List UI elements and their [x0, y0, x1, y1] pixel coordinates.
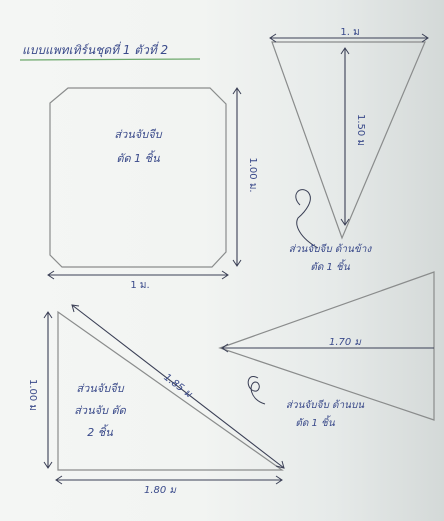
octagon-piece-outline	[49, 87, 227, 268]
left-triangle-height-label: 1.00 ม	[27, 379, 38, 411]
left-triangle-height-arrow-head-top	[43, 311, 53, 319]
right-triangle-length-label: 1.70 ม	[329, 337, 362, 348]
right-triangle-pointer-arrow	[247, 376, 266, 405]
left-triangle-hypotenuse-arrow	[71, 304, 285, 469]
left-triangle-height-arrow-head-bottom	[43, 461, 53, 469]
right-triangle-label-qty: ตัด 1 ชิ้น	[295, 415, 335, 429]
top-triangle-label-qty: ตัด 1 ชิ้น	[310, 259, 350, 273]
diagram-title: แบบแพทเทิร์นชุดที่ 1 ตัวที่ 2	[22, 41, 168, 58]
left-triangle-base-arrow-head-left	[55, 475, 63, 485]
octagon-height-arrow-head-top	[232, 87, 242, 95]
top-triangle-outline	[271, 41, 426, 240]
octagon-width-arrow-head-right	[221, 270, 229, 280]
top-triangle-height-arrow-head-bottom	[340, 218, 350, 226]
right-triangle-length-arrow-head	[221, 343, 229, 353]
top-triangle-height-arrow-head-top	[340, 47, 350, 55]
left-triangle-base-label: 1.80 ม	[144, 485, 177, 496]
octagon-width-label: 1 ม.	[130, 280, 149, 291]
top-triangle-width-arrow-head-right	[421, 33, 429, 43]
right-triangle-outline	[218, 271, 435, 421]
title-underline	[19, 58, 201, 61]
octagon-width-arrow-head-left	[47, 270, 55, 280]
top-triangle-height-label: 1.50 ม	[355, 114, 366, 146]
left-triangle-label-qty: 2 ชิ้น	[87, 424, 113, 439]
octagon-height-label: 1.00 ม.	[247, 157, 258, 192]
left-triangle-hypotenuse-arrow-head-bottom	[275, 460, 285, 469]
left-triangle-hypotenuse-arrow-head-top	[71, 304, 80, 313]
right-triangle-label-name: ส่วนจับจีบ ด้านบน	[286, 399, 365, 411]
left-triangle-base-arrow-head-right	[275, 475, 283, 485]
top-triangle-label-name: ส่วนจับจีบ ด้านข้าง	[289, 243, 373, 255]
top-triangle-width-arrow-head-left	[269, 33, 277, 43]
left-triangle-label-name: ส่วนจับจีบ	[76, 382, 124, 395]
left-triangle-label-piece: ส่วนจับ ตัด	[74, 404, 126, 417]
octagon-piece-label-name: ส่วนจับจีบ	[114, 128, 162, 141]
left-triangle-outline	[57, 310, 284, 471]
top-triangle-width-label: 1. ม	[340, 27, 359, 38]
top-triangle-pointer-arrow	[295, 189, 319, 249]
octagon-height-arrow-head-bottom	[232, 259, 242, 267]
octagon-piece-label-qty: ตัด 1 ชิ้น	[116, 150, 160, 165]
